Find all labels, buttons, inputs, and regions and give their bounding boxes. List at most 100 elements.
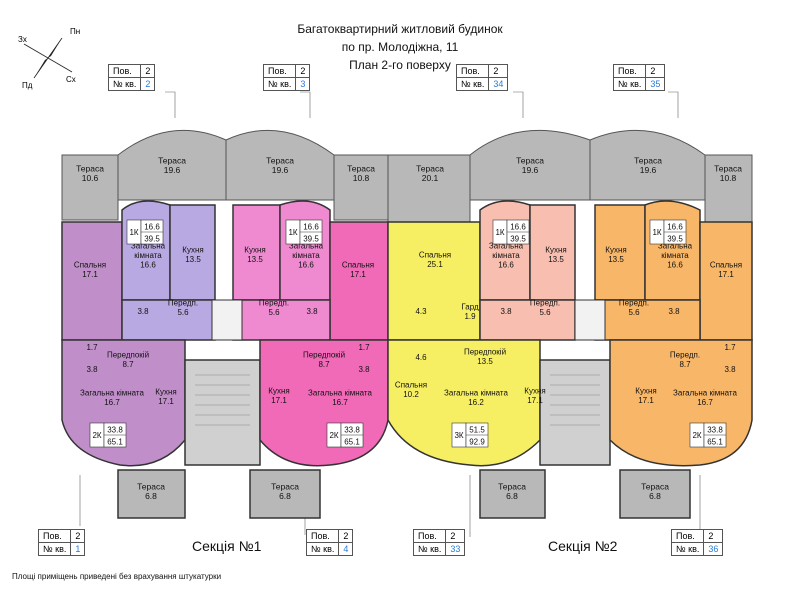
room-label-line: 16.6 — [140, 261, 156, 270]
room-label-line: 17.1 — [271, 396, 287, 405]
apartment-tag-type: 1К — [129, 228, 138, 237]
room-label-line: Кухня — [635, 386, 656, 395]
room-label-line: Передпокій — [107, 350, 149, 359]
apt35-bedroom-shape — [699, 221, 753, 341]
plate-apt-36: Пов.2 № кв.36 — [670, 529, 724, 556]
terrace-shape-11 — [479, 469, 546, 519]
room-label-line: Тераса — [271, 481, 299, 491]
room-label-a4-wc: 1.7 — [358, 343, 370, 352]
compass-east: Сх — [66, 75, 76, 84]
room-label-line: 16.6 — [667, 261, 683, 270]
upper-terraces — [61, 129, 753, 223]
room-label-line: 16.6 — [298, 261, 314, 270]
apartment-tag-total-area: 65.1 — [344, 438, 360, 447]
terrace-shape-10 — [249, 469, 321, 519]
room-label-line: 13.5 — [185, 255, 201, 264]
compass-north: Пн — [70, 27, 80, 36]
apartment-tag-total-area: 65.1 — [707, 438, 723, 447]
room-label-line: 19.6 — [272, 165, 289, 175]
plate-apt-label: № кв. — [305, 542, 340, 556]
plate-floor-label: Пов. — [612, 64, 647, 78]
plate-apt-4: Пов.2 № кв.4 — [305, 529, 354, 556]
stair-treads — [195, 374, 600, 426]
room-label-line: 19.6 — [164, 165, 181, 175]
room-label-line: 16.7 — [104, 398, 120, 407]
lower-apartments — [61, 339, 753, 467]
room-label-line: 6.8 — [649, 491, 661, 501]
room-label-line: 3.8 — [724, 365, 736, 374]
room-label-line: 5.6 — [539, 308, 551, 317]
room-label-a1-bath: 3.8 — [86, 365, 98, 374]
plate-apt-label: № кв. — [670, 542, 705, 556]
room-label-a36b-hall: Передп.8.7 — [670, 350, 700, 369]
room-label-line: Гард — [461, 302, 479, 311]
plate-floor-value: 2 — [295, 64, 311, 78]
plate-apt-value: 33 — [445, 542, 466, 556]
plate-apt-3: Пов.2 № кв.3 — [262, 64, 311, 91]
room-label-line: Спальня — [74, 260, 106, 269]
apartment-tag-living-area: 51.5 — [469, 426, 485, 435]
room-label-line: Тераса — [714, 163, 742, 173]
title-line-3: План 2-го поверху — [349, 58, 451, 72]
room-label-a2-hall: Передп.5.6 — [168, 298, 198, 317]
plate-apt-label: № кв. — [412, 542, 447, 556]
room-label-line: 1.7 — [724, 343, 736, 352]
room-label-line: 3.8 — [86, 365, 98, 374]
plate-apt-value: 4 — [338, 542, 354, 556]
room-label-line: Спальня — [342, 260, 374, 269]
plate-apt-2: Пов.2 № кв.2 — [107, 64, 156, 91]
room-label-line: 25.1 — [427, 260, 443, 269]
apartment-tag-living-area: 33.8 — [707, 426, 723, 435]
plate-apt-value: 34 — [488, 77, 509, 91]
room-label-line: 17.1 — [638, 396, 654, 405]
room-label-line: Тераса — [416, 163, 444, 173]
title-line-1: Багатоквартирний житловий будинок — [297, 22, 503, 36]
room-label-line: Передп. — [168, 298, 198, 307]
room-label-a35-bath: 3.8 — [500, 307, 512, 316]
plate-apt-value: 35 — [645, 77, 666, 91]
room-label-line: 10.2 — [403, 390, 419, 399]
room-label-line: Загальна кімната — [673, 388, 737, 397]
room-label-line: Тераса — [347, 163, 375, 173]
room-label-line: Передп. — [619, 298, 649, 307]
apartment-tag-total-area: 65.1 — [107, 438, 123, 447]
room-label-line: 16.2 — [468, 398, 484, 407]
room-label-line: 17.1 — [350, 270, 366, 279]
apt3-bedroom-shape — [329, 221, 389, 341]
room-label-line: 16.7 — [697, 398, 713, 407]
room-label-line: 16.6 — [498, 261, 514, 270]
room-label-line: Кухня — [244, 245, 265, 254]
room-label-line: 19.6 — [640, 165, 657, 175]
room-label-line: 1.7 — [358, 343, 370, 352]
plate-floor-label: Пов. — [455, 64, 490, 78]
room-label-line: 16.7 — [332, 398, 348, 407]
room-label-line: 8.7 — [318, 360, 330, 369]
footnote: Площі приміщень приведені без врахування… — [12, 572, 222, 581]
apartment-tag-type: 1К — [288, 228, 297, 237]
room-label-line: Передпокій — [303, 350, 345, 359]
